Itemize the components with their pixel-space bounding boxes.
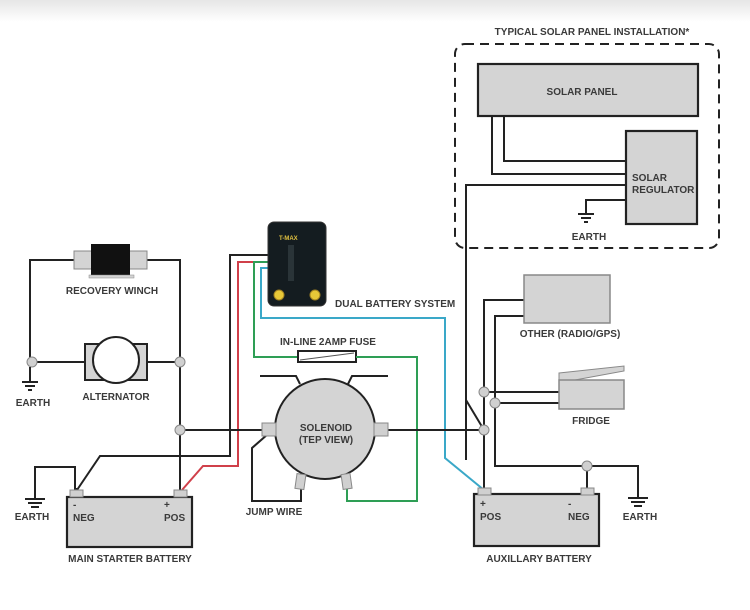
solenoid-terminal-right bbox=[373, 422, 389, 437]
solenoid-terminal-bottom-left bbox=[294, 472, 307, 491]
aux-battery-label: AUXILLARY BATTERY bbox=[486, 554, 592, 565]
aux-pos-sign: + bbox=[480, 499, 486, 510]
earth-icon bbox=[628, 497, 648, 507]
main-neg-label: NEG bbox=[73, 513, 95, 524]
junction-node bbox=[478, 424, 490, 436]
junction-node bbox=[174, 424, 186, 436]
aux-neg-terminal bbox=[580, 487, 595, 496]
jump-wire-label: JUMP WIRE bbox=[246, 507, 303, 518]
main-battery-body bbox=[65, 495, 194, 549]
main-pos-sign: + bbox=[164, 500, 170, 511]
earth-icon bbox=[25, 498, 45, 508]
left-circuit: RECOVERY WINCH ALTERNATOR EARTH bbox=[16, 244, 186, 492]
dbs-unit[interactable] bbox=[267, 221, 327, 307]
junction-node bbox=[26, 356, 38, 368]
regulator-label-1: SOLAR bbox=[632, 173, 668, 184]
blue-wire bbox=[260, 267, 485, 491]
solar-panel-label: SOLAR PANEL bbox=[547, 87, 618, 98]
earth-icon bbox=[578, 213, 594, 223]
solar-join-wire bbox=[465, 399, 485, 431]
dbs-led-strip bbox=[288, 245, 294, 281]
main-pos-label: POS bbox=[164, 513, 185, 524]
green-wire-lower bbox=[346, 356, 418, 502]
recovery-winch-icon bbox=[73, 244, 148, 279]
alternator-label: ALTERNATOR bbox=[82, 392, 150, 403]
dbs-terminal-left bbox=[273, 289, 285, 301]
main-earth-label: EARTH bbox=[15, 512, 49, 523]
other-label: OTHER (RADIO/GPS) bbox=[520, 329, 621, 340]
inline-fuse: IN-LINE 2AMP FUSE bbox=[280, 337, 418, 502]
solenoid-label-1: SOLENOID bbox=[300, 423, 352, 434]
main-battery-label: MAIN STARTER BATTERY bbox=[68, 554, 192, 565]
fridge-label: FRIDGE bbox=[572, 416, 610, 427]
winch-label: RECOVERY WINCH bbox=[66, 286, 158, 297]
dual-battery-system: T-MAX DUAL BATTERY SYSTEM bbox=[253, 221, 485, 491]
solar-earth-label: EARTH bbox=[572, 232, 606, 243]
earth-icon bbox=[22, 381, 38, 391]
solenoid-terminal-left bbox=[261, 422, 277, 437]
dbs-logo: T-MAX bbox=[279, 236, 298, 242]
aux-pos-terminal bbox=[477, 487, 492, 496]
solar-panel bbox=[476, 62, 700, 118]
junction-node bbox=[174, 356, 186, 368]
dbs-terminal-right bbox=[309, 289, 321, 301]
solar-regulator bbox=[624, 129, 699, 226]
solar-wire-2 bbox=[491, 116, 626, 175]
solar-installation: TYPICAL SOLAR PANEL INSTALLATION* SOLAR … bbox=[454, 27, 720, 460]
regulator-label-2: REGULATOR bbox=[632, 185, 695, 196]
solar-to-aux-wire bbox=[465, 184, 626, 460]
main-neg-earth-wire bbox=[34, 466, 77, 498]
fuse-element bbox=[299, 352, 355, 361]
solenoid-top-left-wire bbox=[260, 375, 301, 385]
fridge-icon bbox=[558, 365, 625, 410]
solar-wire-1 bbox=[503, 116, 626, 162]
red-pos-wire bbox=[181, 261, 268, 491]
aux-battery-body bbox=[472, 492, 601, 548]
auxiliary-battery: EARTH + POS - NEG AUXILLARY BATTERY bbox=[472, 455, 657, 565]
solenoid-top-right-wire bbox=[347, 375, 388, 385]
jump-wire bbox=[251, 433, 302, 502]
solenoid: SOLENOID (TEP VIEW) JUMP WIRE bbox=[246, 375, 484, 518]
aux-neg-label: NEG bbox=[568, 512, 590, 523]
solar-dashed-border bbox=[454, 43, 720, 249]
aux-earth-label: EARTH bbox=[623, 512, 657, 523]
main-pos-terminal bbox=[173, 489, 188, 498]
solenoid-terminal-bottom-right bbox=[340, 472, 353, 491]
aux-neg-sign: - bbox=[568, 499, 571, 510]
solenoid-label-2: (TEP VIEW) bbox=[299, 435, 353, 446]
main-neg-terminal bbox=[69, 489, 84, 498]
alternator-icon bbox=[84, 336, 148, 384]
main-neg-to-dbs-wire bbox=[76, 254, 268, 491]
other-wire-2 bbox=[494, 315, 524, 455]
dbs-label: DUAL BATTERY SYSTEM bbox=[335, 299, 455, 310]
main-starter-battery: EARTH - NEG + POS MAIN STARTER BATTERY bbox=[15, 254, 268, 565]
solar-section-title: TYPICAL SOLAR PANEL INSTALLATION* bbox=[495, 27, 690, 38]
other-device bbox=[523, 274, 611, 324]
junction-node bbox=[581, 460, 593, 472]
junction-node bbox=[478, 386, 490, 398]
aux-neg-earth-wire bbox=[494, 455, 639, 497]
right-loads: OTHER (RADIO/GPS) FRIDGE bbox=[465, 274, 625, 490]
regulator-earth-wire bbox=[585, 199, 626, 213]
top-fade bbox=[0, 0, 750, 22]
winch-right-wire bbox=[146, 259, 181, 492]
alt-earth-label: EARTH bbox=[16, 398, 50, 409]
aux-pos-label: POS bbox=[480, 512, 501, 523]
main-neg-sign: - bbox=[73, 500, 76, 511]
fuse-label: IN-LINE 2AMP FUSE bbox=[280, 337, 376, 348]
junction-node bbox=[489, 397, 501, 409]
winch-left-wire bbox=[29, 259, 75, 362]
other-wire-1 bbox=[483, 299, 524, 490]
